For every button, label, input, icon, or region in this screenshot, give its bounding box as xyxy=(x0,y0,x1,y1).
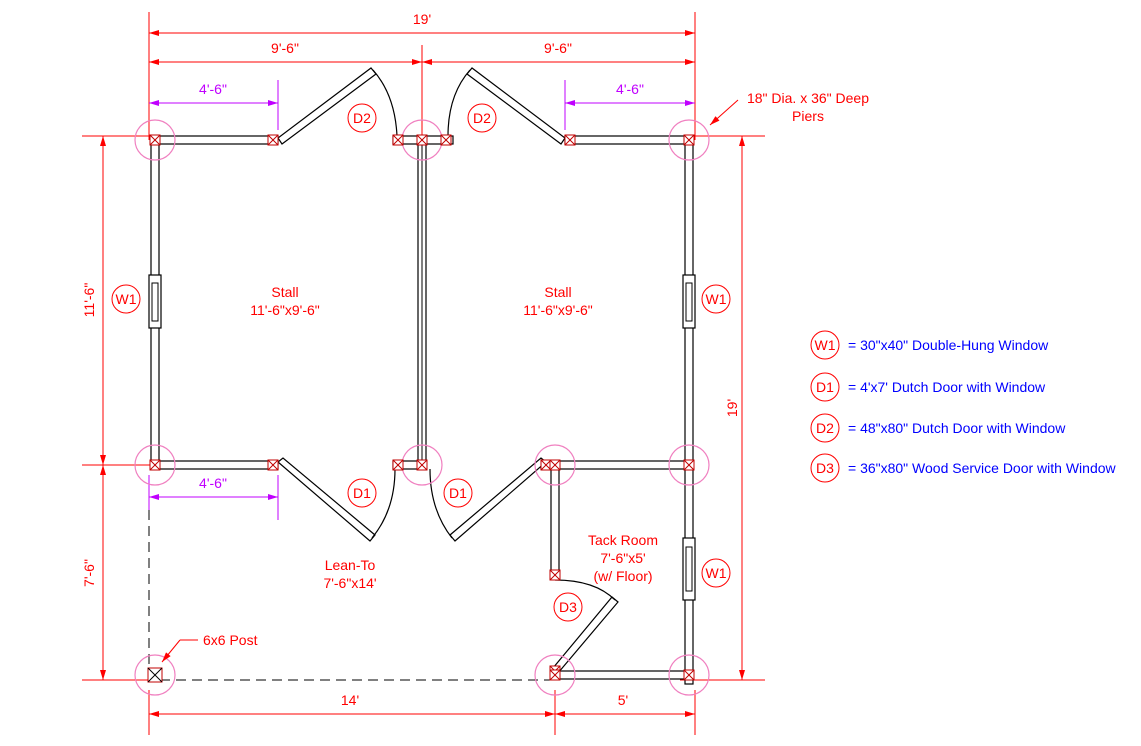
dimension-lines xyxy=(100,30,745,717)
dim-top-right-offset: 4'-6" xyxy=(616,81,644,97)
post-marker xyxy=(147,667,163,683)
legend-tag-d1: D1 xyxy=(816,379,834,395)
posts xyxy=(147,134,695,683)
post-marker xyxy=(683,459,695,471)
post-marker xyxy=(392,459,404,471)
legend-text-d1: = 4'x7' Dutch Door with Window xyxy=(848,379,1046,395)
tag-w1: W1 xyxy=(706,291,727,307)
dim-top-left-offset: 4'-6" xyxy=(199,81,227,97)
room-tack-name: Tack Room xyxy=(588,532,658,548)
legend: W1 = 30"x40" Double-Hung Window D1 = 4'x… xyxy=(810,330,1117,483)
tag-d1: D1 xyxy=(449,485,467,501)
note-piers-2: Piers xyxy=(792,108,824,124)
leanto-open-edges xyxy=(148,510,550,681)
room-stall-left-size: 11'-6"x9'-6" xyxy=(250,302,320,318)
windows xyxy=(148,274,696,601)
post-marker xyxy=(149,134,161,146)
post-marker xyxy=(416,459,428,471)
post-marker xyxy=(549,459,561,471)
legend-text-w1: = 30"x40" Double-Hung Window xyxy=(848,337,1049,353)
room-tack-note: (w/ Floor) xyxy=(593,568,652,584)
post-marker xyxy=(416,134,428,146)
post-marker xyxy=(267,459,279,471)
dim-lower-left-offset: 4'-6" xyxy=(199,475,227,491)
dim-leanto-width: 14' xyxy=(341,692,359,708)
note-piers: 18" Dia. x 36" Deep xyxy=(747,90,869,106)
legend-text-d3: = 36"x80" Wood Service Door with Window xyxy=(848,460,1117,476)
post-marker xyxy=(392,134,404,146)
dim-tack-width: 5' xyxy=(618,692,628,708)
legend-tag-d2: D2 xyxy=(816,420,834,436)
note-post: 6x6 Post xyxy=(203,632,258,648)
room-leanto-size: 7'-6"x14' xyxy=(323,575,376,591)
tag-w1: W1 xyxy=(706,565,727,581)
dim-overall-depth: 19' xyxy=(724,399,740,417)
dim-left-half: 9'-6" xyxy=(271,40,299,56)
tag-d3: D3 xyxy=(559,599,577,615)
dim-right-half: 9'-6" xyxy=(544,40,572,56)
dim-stall-depth: 11'-6" xyxy=(81,283,97,318)
room-stall-right-size: 11'-6"x9'-6" xyxy=(523,302,593,318)
room-stall-left-name: Stall xyxy=(271,284,298,300)
dim-overall-width: 19' xyxy=(413,11,431,27)
legend-text-d2: = 48"x80" Dutch Door with Window xyxy=(848,420,1066,436)
dim-leanto-depth: 7'-6" xyxy=(81,559,97,587)
post-marker xyxy=(440,134,452,146)
post-marker xyxy=(267,134,279,146)
post-marker xyxy=(683,134,695,146)
post-marker xyxy=(549,569,561,581)
tag-d1: D1 xyxy=(353,485,371,501)
tags: W1 W1 W1 D2 D2 D1 D1 D3 xyxy=(111,103,731,622)
doors xyxy=(277,67,619,674)
room-tack-size: 7'-6"x5' xyxy=(600,550,645,566)
post-marker xyxy=(683,669,695,681)
post-marker xyxy=(549,669,561,681)
room-leanto-name: Lean-To xyxy=(325,557,376,573)
legend-tag-w1: W1 xyxy=(815,337,836,353)
tag-d2: D2 xyxy=(473,110,491,126)
tag-w1: W1 xyxy=(116,291,137,307)
room-stall-right-name: Stall xyxy=(544,284,571,300)
legend-tag-d3: D3 xyxy=(816,460,834,476)
post-marker xyxy=(564,134,576,146)
tag-d2: D2 xyxy=(353,110,371,126)
post-marker xyxy=(149,459,161,471)
